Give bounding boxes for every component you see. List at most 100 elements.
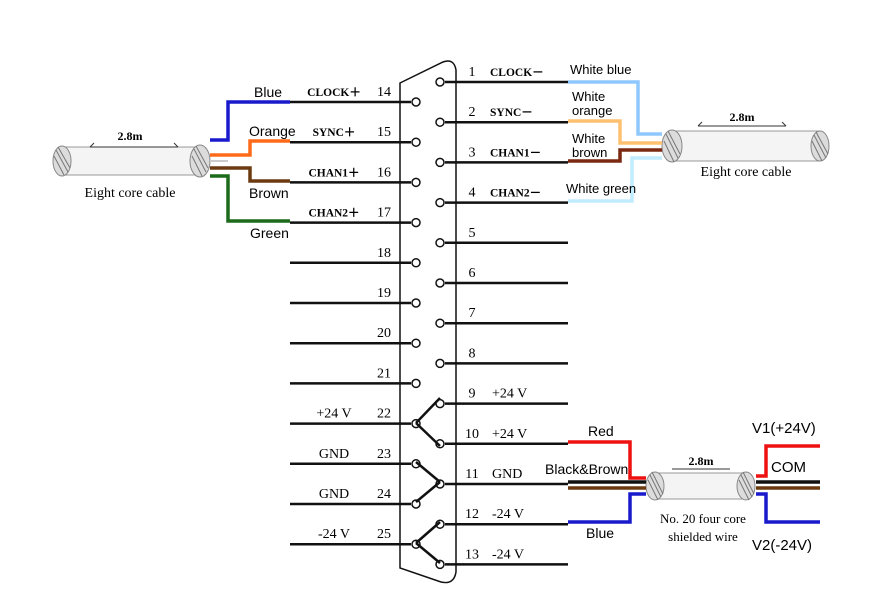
out-red [756, 444, 820, 478]
pin-number-3: 3 [469, 145, 476, 160]
label-white-orange-l1: White [572, 89, 605, 104]
pin-number-6: 6 [469, 266, 476, 281]
pin-pad-16 [411, 177, 421, 188]
db25-connector-shell [399, 60, 457, 584]
pin-pad-21 [411, 378, 421, 389]
left-pin-wires [290, 100, 411, 546]
left-cable-caption: Eight core cable [85, 186, 176, 201]
pin-pad-14 [411, 97, 421, 107]
pin-number-12: 12 [465, 507, 479, 522]
pin-signal-23: GND [319, 447, 349, 462]
right-pin-wires [445, 80, 568, 566]
wire-blue-power [568, 492, 646, 524]
pin-pad-7 [435, 318, 445, 328]
pin-number-7: 7 [469, 306, 476, 321]
wire-white-orange [568, 119, 662, 145]
wire-brown [210, 166, 290, 183]
label-white-green: White green [566, 181, 636, 196]
pin-number-22: 22 [377, 407, 391, 422]
power-cable-wires-right [756, 444, 820, 524]
wire-green [210, 174, 290, 223]
pin-number-23: 23 [377, 447, 391, 462]
wire-blue [210, 100, 290, 142]
pin-number-8: 8 [469, 346, 476, 361]
pin-signal-1: CLOCK－ [490, 67, 544, 79]
wire-white-blue [568, 80, 662, 136]
power-cable-length: 2.8m [689, 454, 714, 468]
label-blue: Blue [254, 84, 282, 100]
pin-number-21: 21 [377, 366, 391, 381]
right-cable-length: 2.8m [730, 110, 755, 124]
pin-signal-15: SYNC＋ [313, 126, 356, 139]
power-cable-wires-left [568, 440, 646, 524]
label-green: Green [250, 225, 289, 241]
pin-number-18: 18 [377, 246, 391, 261]
pin-number-2: 2 [469, 105, 476, 120]
left-pin-labels: 14CLOCK＋15SYNC＋16CHAN1＋17CHAN2＋181920212… [307, 85, 391, 542]
pin-number-5: 5 [469, 226, 476, 241]
pin-number-25: 25 [377, 527, 391, 542]
label-black-brown: Black&Brown [545, 461, 628, 477]
pin-pad-6 [435, 278, 445, 288]
output-v2: V2(-24V) [752, 537, 812, 554]
pin-signal-17: CHAN2＋ [308, 207, 359, 220]
pin-signal-11: GND [492, 467, 522, 482]
label-red: Red [588, 423, 614, 439]
pin-signal-13: -24 V [492, 547, 524, 562]
pin-signal-2: SYNC－ [490, 107, 533, 119]
pin-pad-24 [411, 499, 421, 509]
pin-pad-15 [411, 137, 421, 147]
pin-pad-4 [435, 197, 445, 208]
pin-pad-19 [411, 298, 421, 308]
pin-number-24: 24 [377, 487, 391, 502]
pin-pad-20 [411, 338, 421, 348]
power-cable-caption-2: shielded wire [668, 529, 738, 544]
wire-orange [210, 139, 290, 157]
pin-signal-25: -24 V [318, 527, 350, 542]
wire-red [568, 440, 646, 480]
pin-number-11: 11 [465, 467, 478, 482]
left-cable-wires [210, 100, 290, 223]
power-cable-caption-1: No. 20 four core [660, 511, 746, 526]
pin-signal-22: +24 V [316, 407, 351, 422]
wire-white-green [568, 156, 662, 203]
pin-number-20: 20 [377, 326, 391, 341]
label-white-orange-l2: orange [572, 103, 612, 118]
output-com: COM [771, 459, 806, 476]
pin-signal-3: CHAN1－ [490, 147, 541, 159]
jumper-25-12-13 [415, 521, 441, 564]
jumper-22-9-10 [415, 397, 441, 447]
left-cable-length: 2.8m [118, 129, 143, 143]
pin-pad-8 [435, 358, 445, 369]
output-v1: V1(+24V) [752, 420, 816, 437]
label-white-blue: White blue [570, 62, 631, 77]
wire-white-brown [568, 148, 662, 163]
pin-pad-18 [411, 258, 421, 268]
label-white-brown-l2: brown [572, 145, 607, 160]
power-cable [645, 468, 756, 501]
out-blue [756, 492, 820, 524]
left-cable [52, 142, 211, 178]
pin-pad-17 [411, 217, 421, 228]
right-pin-pads [435, 77, 445, 570]
label-brown: Brown [249, 185, 289, 201]
pin-number-16: 16 [377, 165, 391, 180]
pin-number-15: 15 [377, 125, 391, 140]
pin-signal-16: CHAN1＋ [308, 166, 359, 179]
pin-pad-2 [435, 117, 445, 127]
jumper-23-24-11 [415, 461, 441, 503]
pin-signal-10: +24 V [492, 427, 527, 442]
pin-pad-1 [435, 77, 445, 87]
pin-signal-9: +24 V [492, 387, 527, 402]
left-pin-pads [411, 97, 421, 549]
pin-number-19: 19 [377, 286, 391, 301]
right-cable-wires [568, 80, 662, 203]
pin-pad-5 [435, 238, 445, 248]
pin-number-13: 13 [465, 547, 479, 562]
pin-number-9: 9 [469, 387, 476, 402]
pin-number-10: 10 [465, 427, 479, 442]
pin-signal-14: CLOCK＋ [307, 86, 361, 99]
pin-number-17: 17 [377, 206, 391, 221]
